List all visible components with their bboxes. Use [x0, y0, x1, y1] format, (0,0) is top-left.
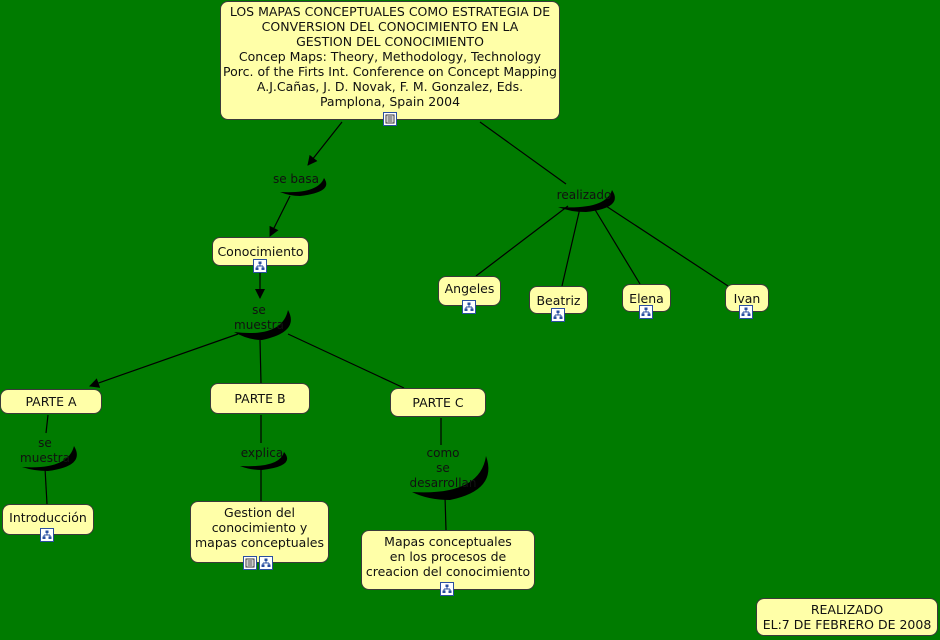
- line-realizado-beatriz: [561, 207, 581, 287]
- gestion-resources: [243, 556, 273, 570]
- document-icon[interactable]: [383, 112, 397, 126]
- concept-angeles-label: Angeles: [444, 280, 495, 296]
- link-swoosh: [22, 446, 77, 471]
- concept-parte-a[interactable]: PARTE A: [0, 389, 102, 414]
- concept-map-icon[interactable]: [259, 556, 273, 570]
- concept-elena-label: Elena: [629, 290, 664, 306]
- link-explica[interactable]: explica: [240, 446, 284, 460]
- link-swoosh: [240, 452, 288, 470]
- concept-map-icon[interactable]: [462, 300, 476, 314]
- line-semuestra-partea: [89, 333, 239, 388]
- elena-resources: [639, 305, 653, 319]
- concept-map-icon[interactable]: [639, 305, 653, 319]
- line-sebasa-conocimiento: [269, 195, 291, 237]
- link-como-se-desarrollan[interactable]: como se desarrollan: [409, 446, 477, 490]
- concept-map-icon[interactable]: [551, 308, 565, 322]
- line-title-realizado: [479, 121, 567, 185]
- concept-map-icon[interactable]: [739, 305, 753, 319]
- concept-parte-b-label: PARTE B: [234, 391, 286, 406]
- concept-gestion-label: Gestion del conocimiento y mapas concept…: [194, 504, 325, 550]
- concept-ivan-label: Ivan: [733, 290, 761, 306]
- concept-mapas-conceptuales[interactable]: Mapas conceptuales en los procesos de cr…: [361, 530, 535, 590]
- link-se-basa[interactable]: se basa: [272, 172, 320, 186]
- concept-parte-c[interactable]: PARTE C: [390, 388, 486, 417]
- line-title-sebasa: [307, 121, 343, 166]
- concept-map-icon[interactable]: [440, 582, 454, 596]
- concept-introduccion-label: Introducción: [9, 510, 87, 525]
- link-realizado[interactable]: realizado: [556, 188, 612, 202]
- line-realizado-ivan: [605, 205, 729, 287]
- concept-gestion[interactable]: Gestion del conocimiento y mapas concept…: [190, 501, 329, 563]
- line-realizado-elena: [593, 207, 641, 285]
- line-realizado-angeles: [475, 205, 569, 277]
- concept-map-icon[interactable]: [253, 259, 267, 273]
- link-swoosh: [558, 190, 615, 212]
- link-swoosh: [280, 178, 327, 196]
- line-semuestra-partec: [287, 333, 405, 389]
- link-se-muestra-a[interactable]: se muestra: [20, 436, 70, 465]
- beatriz-resources: [551, 308, 565, 322]
- link-swoosh: [412, 456, 489, 500]
- concept-map-icon[interactable]: [40, 528, 54, 542]
- document-icon[interactable]: [243, 556, 257, 570]
- line-como-mapas: [444, 495, 447, 531]
- title-resources: [383, 112, 397, 126]
- line-semuestra-intro: [44, 467, 48, 505]
- concept-title-text: LOS MAPAS CONCEPTUALES COMO ESTRATEGIA D…: [223, 4, 557, 109]
- concept-realizado-fecha-label: REALIZADO EL:7 DE FEBRERO DE 2008: [762, 602, 932, 632]
- concept-beatriz-label: Beatriz: [536, 292, 581, 308]
- concept-angeles[interactable]: Angeles: [438, 276, 501, 306]
- conocimiento-resources: [253, 259, 267, 273]
- concept-parte-b[interactable]: PARTE B: [210, 383, 310, 414]
- link-swoosh: [234, 310, 291, 340]
- angeles-resources: [462, 300, 476, 314]
- concept-parte-c-label: PARTE C: [412, 395, 464, 410]
- mapas-resources: [440, 582, 454, 596]
- concept-mapas-label: Mapas conceptuales en los procesos de cr…: [365, 533, 531, 579]
- concept-conocimiento-label: Conocimiento: [217, 244, 304, 259]
- concept-title[interactable]: LOS MAPAS CONCEPTUALES COMO ESTRATEGIA D…: [220, 1, 560, 120]
- line-semuestra-parteb: [259, 339, 262, 384]
- line-partea-semuestra: [45, 414, 49, 434]
- concept-realizado-fecha[interactable]: REALIZADO EL:7 DE FEBRERO DE 2008: [756, 598, 938, 636]
- introduccion-resources: [40, 528, 54, 542]
- concept-parte-a-label: PARTE A: [25, 394, 77, 409]
- ivan-resources: [739, 305, 753, 319]
- link-se-muestra[interactable]: se muestra: [234, 303, 284, 332]
